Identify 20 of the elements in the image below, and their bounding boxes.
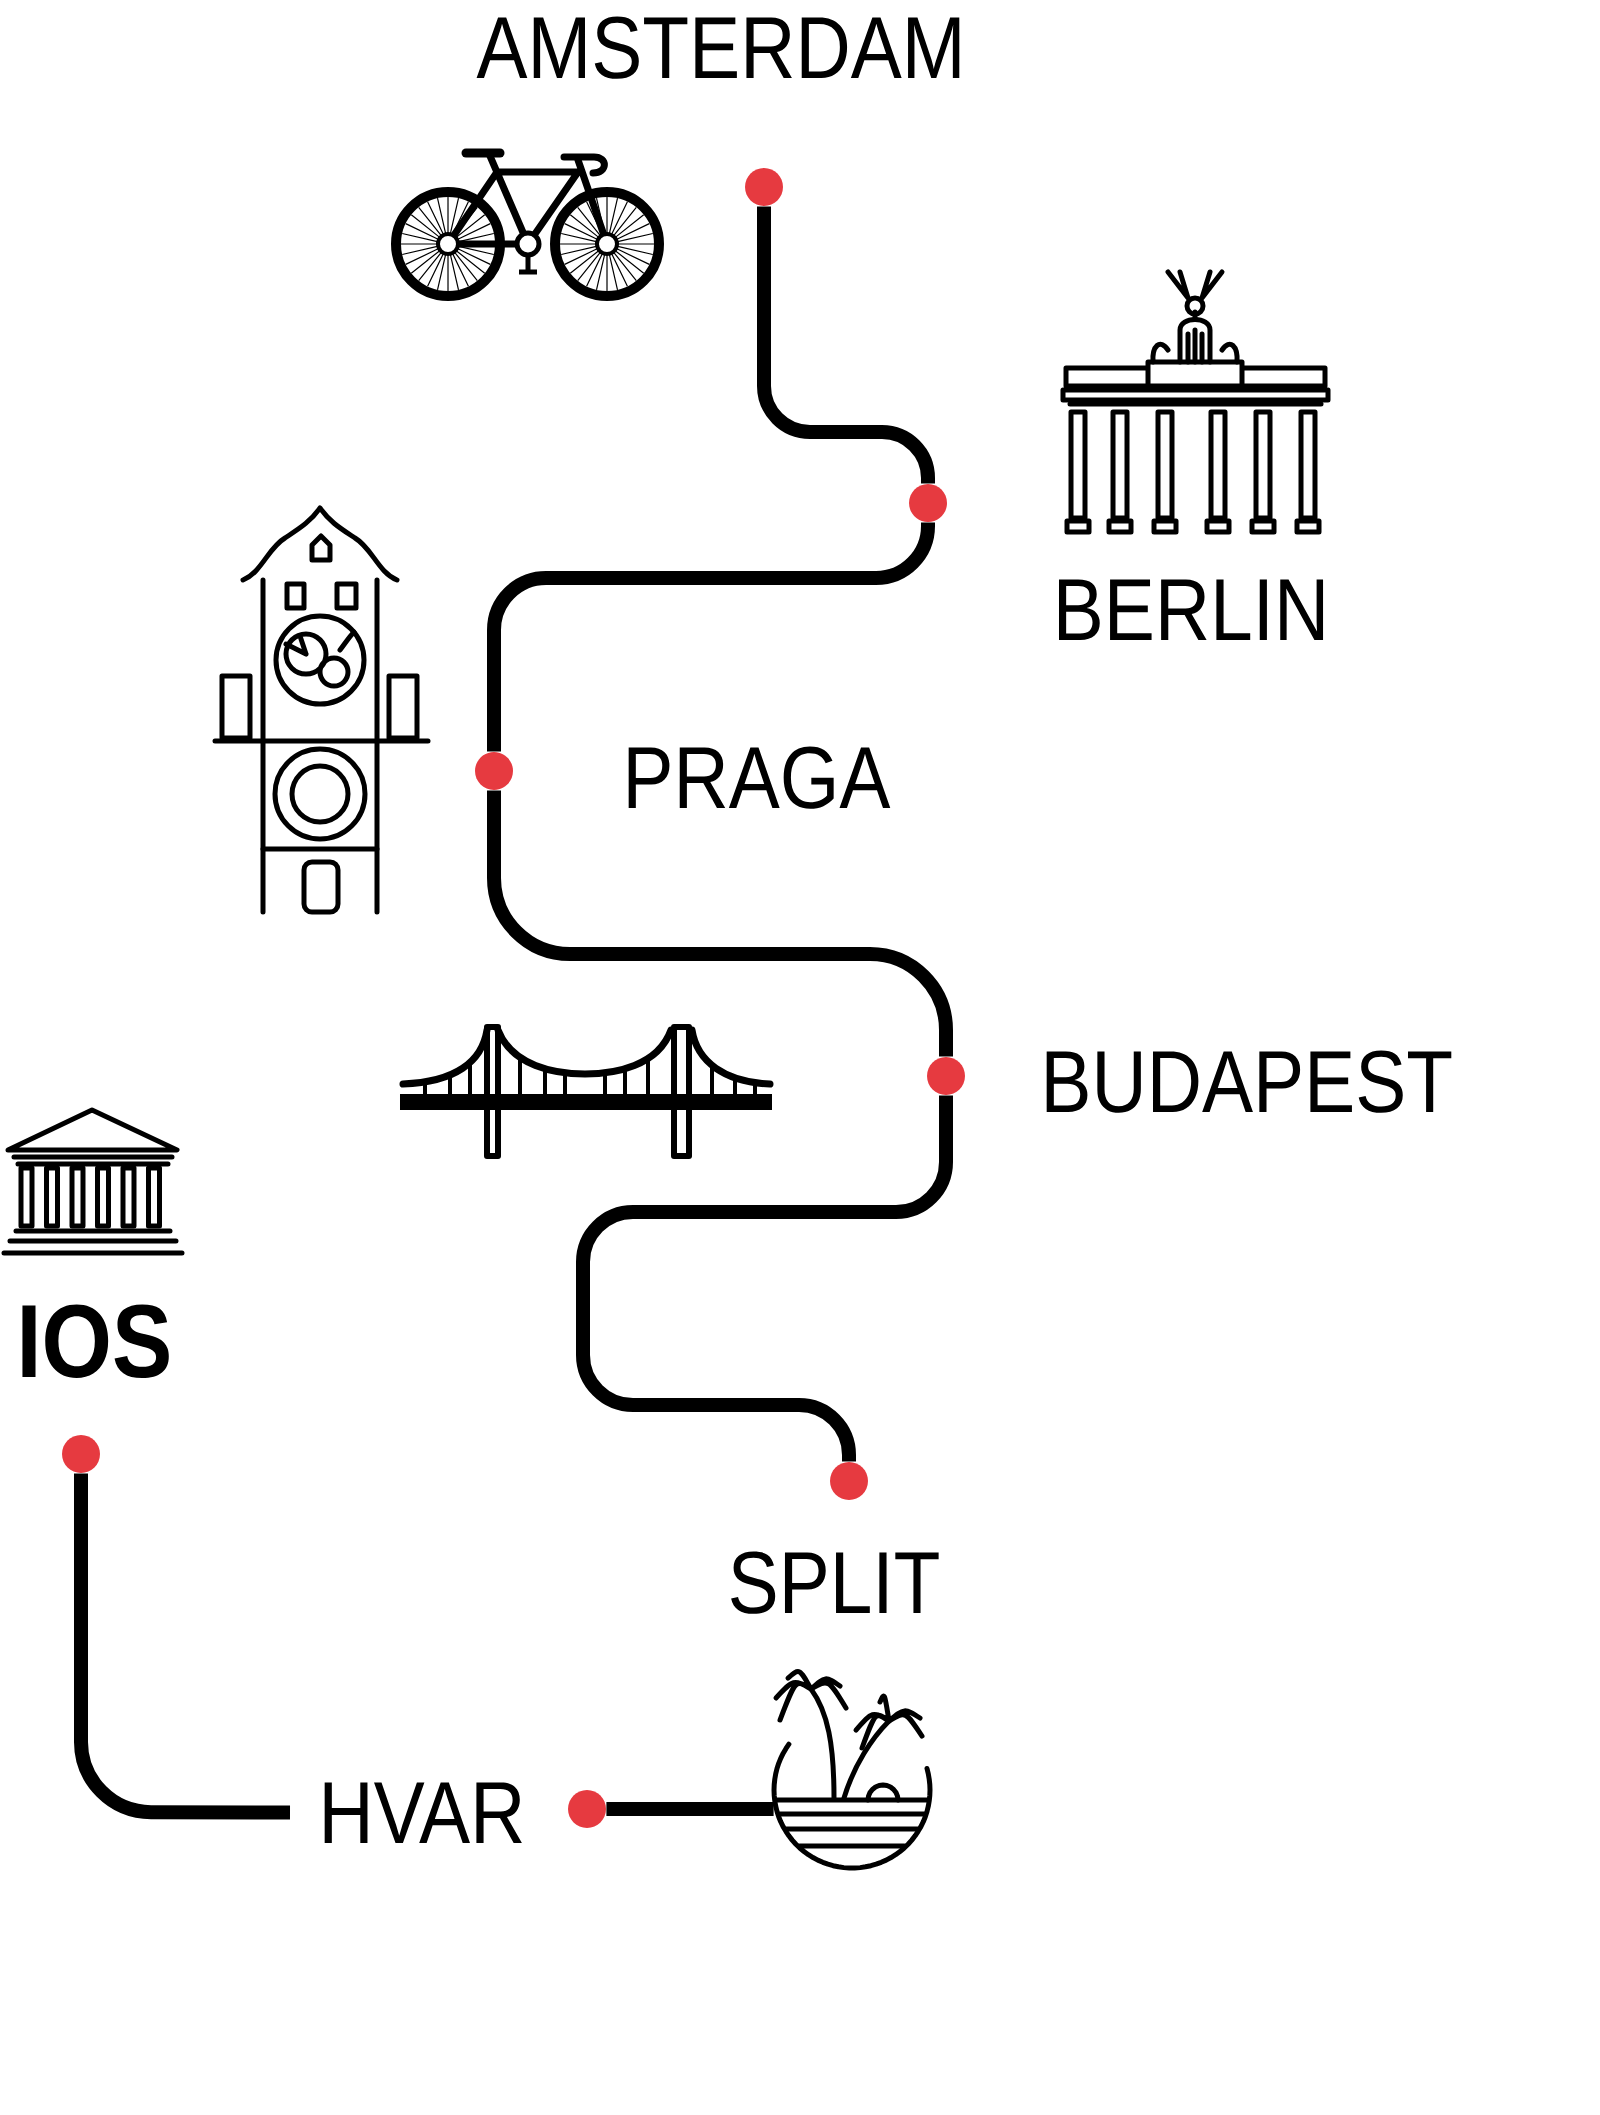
stop-dot: [830, 1462, 868, 1500]
city-name: BERLIN: [1059, 579, 1324, 640]
route-line: [606, 1802, 774, 1816]
city-name: AMSTERDAM: [476, 16, 960, 79]
stop-dot: [475, 752, 513, 790]
city-name: HVAR: [324, 1782, 522, 1843]
route-line: [757, 206, 935, 485]
stop-dot: [62, 1435, 100, 1473]
stop-dot: [568, 1790, 606, 1828]
city-name: SPLIT: [731, 1551, 939, 1614]
route-line: [74, 1473, 290, 1820]
island-icon: [771, 1669, 933, 1871]
city-name: BUDAPEST: [1046, 1050, 1452, 1113]
city-name: PRAGA: [628, 746, 891, 809]
stop-dot: [927, 1057, 965, 1095]
route-line: [487, 519, 935, 752]
route-line: [487, 790, 953, 1057]
stop-dot: [909, 484, 947, 522]
stop-dot: [745, 168, 783, 206]
city-name: IOS: [22, 1304, 169, 1378]
